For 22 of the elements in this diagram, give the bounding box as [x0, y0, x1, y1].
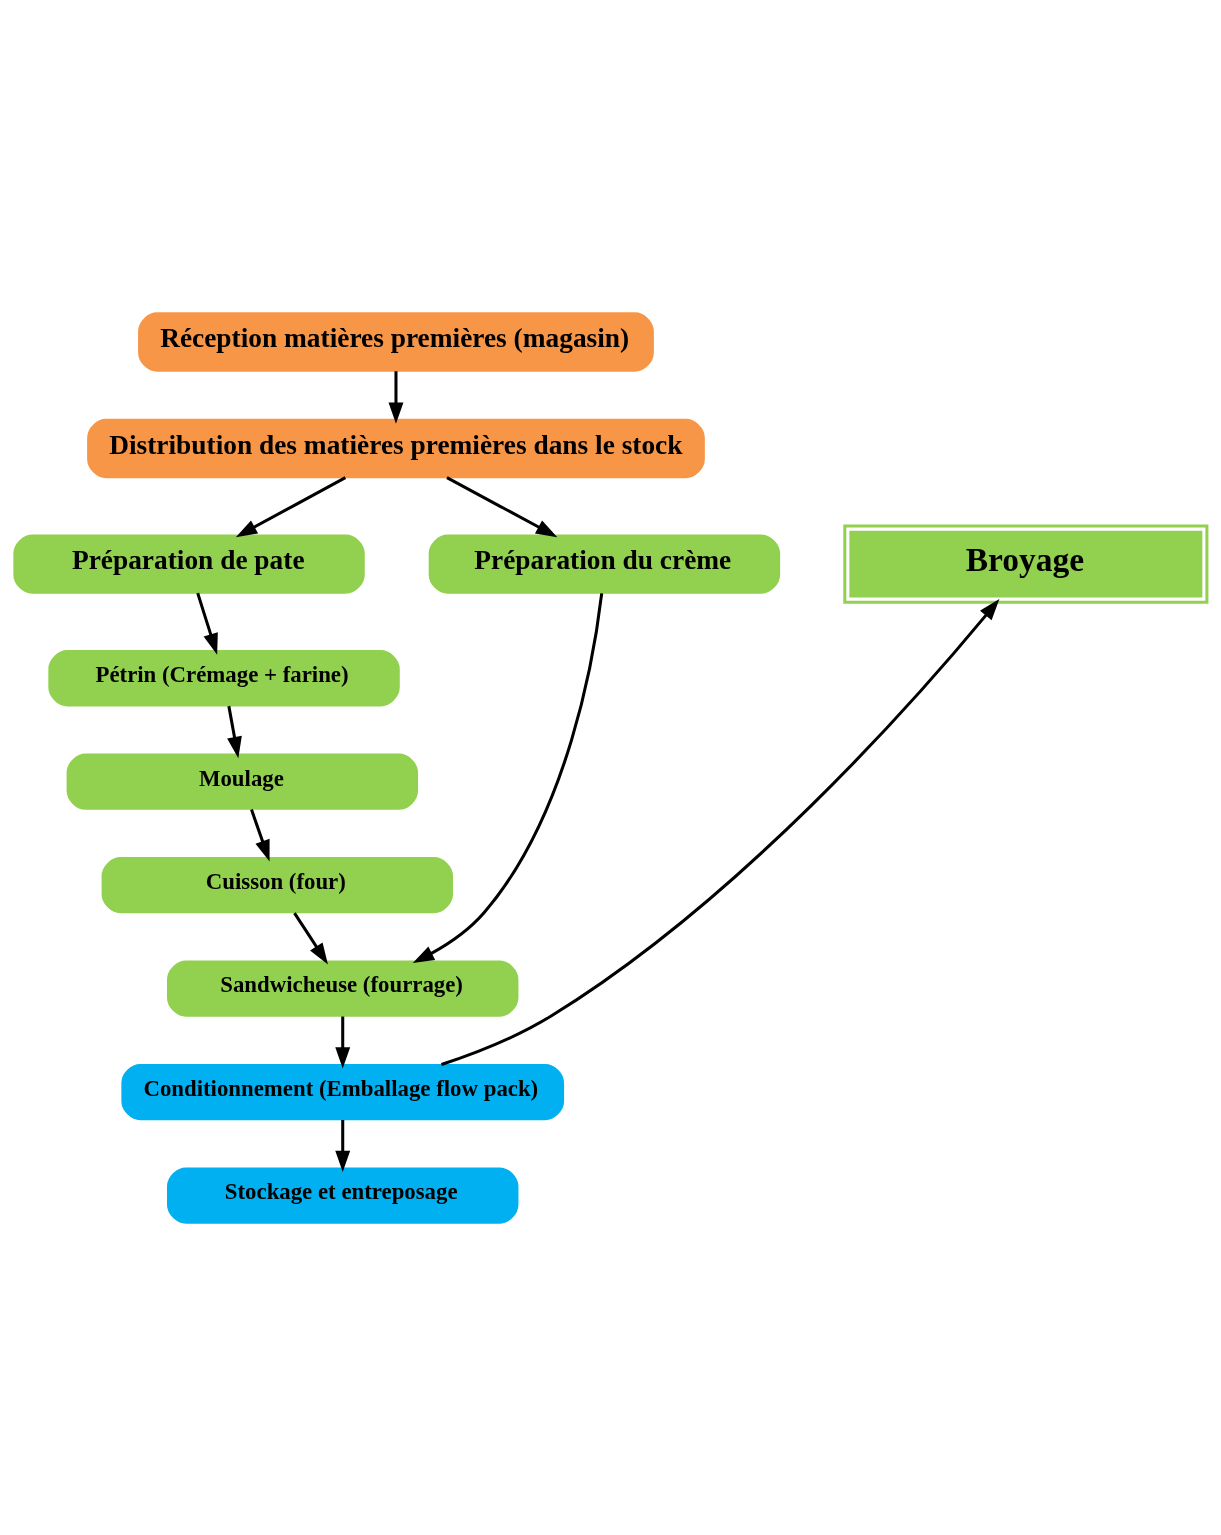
arrow	[293, 911, 328, 964]
arrow	[196, 592, 218, 655]
arrow	[335, 1016, 351, 1069]
node-box: Cuisson (four)	[101, 856, 454, 913]
arrow	[235, 475, 347, 537]
node-box: Moulage	[66, 753, 419, 810]
node-box: Stockage et entreposage	[167, 1166, 519, 1224]
node-box: Distribution des matières premières dans le stock	[87, 418, 705, 478]
arrow	[250, 808, 270, 861]
node-box: Broyage	[843, 524, 1209, 604]
arrow	[335, 1119, 351, 1172]
node-box: Sandwicheuse (fourrage)	[167, 959, 519, 1017]
node-box: Pétrin (Crémage + farine)	[48, 649, 400, 706]
arrow	[446, 475, 558, 537]
node-box: Réception matières premières (magasin)	[138, 311, 654, 372]
arrow	[227, 705, 242, 758]
node-box: Préparation du crème	[428, 533, 781, 594]
node-box: Préparation de pate	[13, 533, 365, 594]
arrow	[412, 592, 604, 963]
arrow	[388, 370, 404, 424]
node-box: Conditionnement (Emballage flow pack)	[121, 1063, 565, 1120]
arrow	[441, 598, 1000, 1066]
